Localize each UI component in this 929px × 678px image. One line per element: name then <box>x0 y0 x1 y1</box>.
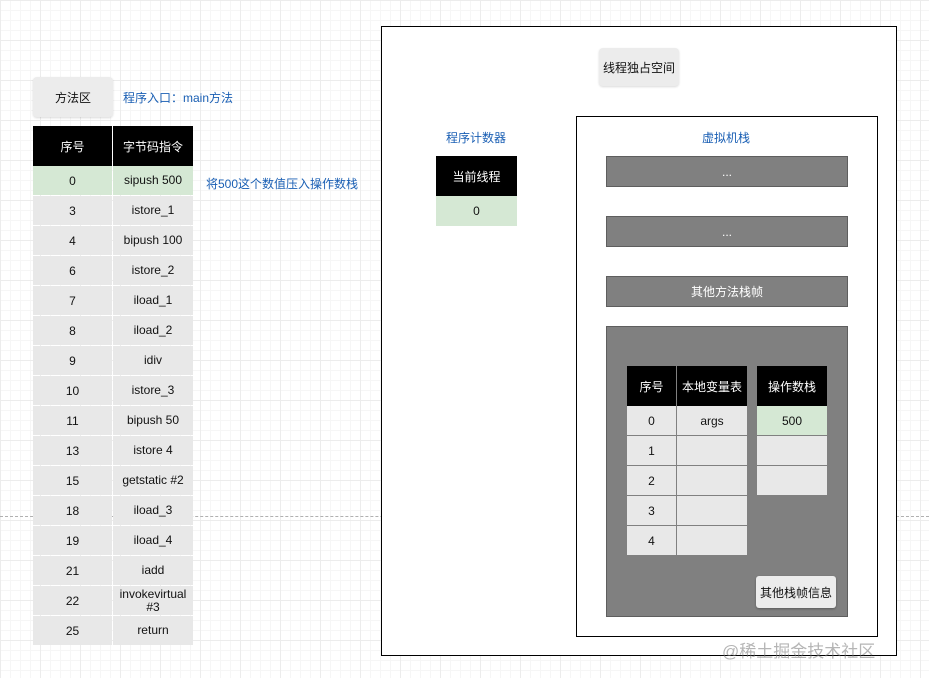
bytecode-index: 9 <box>33 346 112 375</box>
stack-frame-ellipsis-2: ... <box>606 216 848 247</box>
bytecode-instruction: iload_3 <box>113 496 193 525</box>
bytecode-instruction: iadd <box>113 556 193 585</box>
entry-note: 程序入口：main方法 <box>123 91 234 105</box>
bytecode-instruction: bipush 100 <box>113 226 193 255</box>
local-var-index: 0 <box>627 406 676 435</box>
pc-title: 程序计数器 <box>445 130 506 145</box>
other-frame-info-label: 其他栈帧信息 <box>759 585 832 600</box>
local-var-value <box>677 496 747 525</box>
bytecode-instruction: sipush 500 <box>113 166 193 195</box>
bytecode-index: 21 <box>33 556 112 585</box>
local-var-value <box>677 526 747 555</box>
vm-stack-title: 虚拟机栈 <box>701 130 750 145</box>
stack-frame-ellipsis-1: ... <box>606 156 848 187</box>
bytecode-instruction: return <box>113 616 193 645</box>
method-area-label: 方法区 <box>54 90 91 105</box>
bytecode-instruction: istore_1 <box>113 196 193 225</box>
local-var-value: args <box>677 406 747 435</box>
local-var-value <box>677 436 747 465</box>
bytecode-instruction: istore_3 <box>113 376 193 405</box>
bytecode-index: 19 <box>33 526 112 555</box>
bytecode-index: 13 <box>33 436 112 465</box>
bytecode-instruction: idiv <box>113 346 193 375</box>
bytecode-index: 8 <box>33 316 112 345</box>
highlight-note: 将500这个数值压入操作数栈 <box>206 177 359 191</box>
pc-header: 当前线程 <box>436 156 517 196</box>
bytecode-index: 0 <box>33 166 112 195</box>
bytecode-index: 3 <box>33 196 112 225</box>
bytecode-instruction: istore 4 <box>113 436 193 465</box>
operand-stack-slot: 500 <box>757 406 827 435</box>
operand-stack-header: 操作数栈 <box>757 366 827 406</box>
bytecode-instruction: iload_4 <box>113 526 193 555</box>
operand-stack-slot <box>757 436 827 465</box>
method-area-box: 方法区 <box>33 77 113 117</box>
bytecode-index: 7 <box>33 286 112 315</box>
thread-space-label: 线程独占空间 <box>602 60 675 75</box>
local-var-index: 1 <box>627 436 676 465</box>
bytecode-index: 25 <box>33 616 112 645</box>
other-method-frame: 其他方法栈帧 <box>606 276 848 307</box>
thread-space-label-box: 线程独占空间 <box>599 48 679 86</box>
bytecode-instruction: iload_1 <box>113 286 193 315</box>
locals-header-table: 本地变量表 <box>677 366 747 406</box>
pc-value: 0 <box>436 196 517 226</box>
locals-header-index: 序号 <box>627 366 676 406</box>
bytecode-index: 22 <box>33 586 112 615</box>
bytecode-instruction: getstatic #2 <box>113 466 193 495</box>
other-frame-info: 其他栈帧信息 <box>756 576 836 608</box>
watermark: @稀土掘金技术社区 <box>722 642 876 661</box>
bytecode-index: 18 <box>33 496 112 525</box>
local-var-value <box>677 466 747 495</box>
bytecode-header-index: 序号 <box>33 126 112 166</box>
local-var-index: 2 <box>627 466 676 495</box>
bytecode-instruction: iload_2 <box>113 316 193 345</box>
bytecode-index: 15 <box>33 466 112 495</box>
local-var-index: 3 <box>627 496 676 525</box>
bytecode-index: 10 <box>33 376 112 405</box>
bytecode-index: 11 <box>33 406 112 435</box>
bytecode-index: 6 <box>33 256 112 285</box>
bytecode-index: 4 <box>33 226 112 255</box>
local-var-index: 4 <box>627 526 676 555</box>
bytecode-instruction: istore_2 <box>113 256 193 285</box>
operand-stack-slot <box>757 466 827 495</box>
bytecode-instruction: invokevirtual #3 <box>113 586 193 615</box>
bytecode-header-instruction: 字节码指令 <box>113 126 193 166</box>
bytecode-instruction: bipush 50 <box>113 406 193 435</box>
